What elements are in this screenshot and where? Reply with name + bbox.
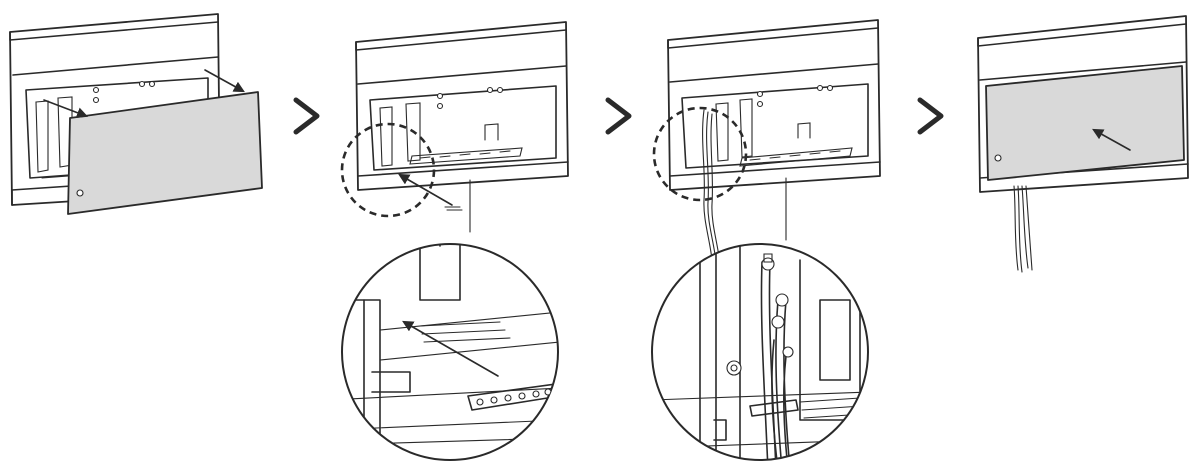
step-2-clip-cables [340, 21, 569, 461]
dashed-callout-circle [652, 106, 748, 202]
step-chevron-icon [293, 97, 320, 135]
cable-bundle [1013, 185, 1033, 273]
cover-screw [76, 189, 84, 197]
direction-arrow-icon [204, 69, 245, 93]
direction-arrow-icon [398, 173, 453, 206]
magnified-view-cables [651, 243, 869, 461]
dashed-callout-circle [340, 122, 436, 218]
direction-arrow-icon [402, 320, 499, 377]
step-chevron-icon [605, 97, 632, 135]
tv-back-unit [667, 19, 881, 265]
back-cover-panel [985, 65, 1185, 181]
direction-arrow-icon [1092, 128, 1131, 151]
back-cover-panel [67, 91, 263, 215]
cover-screw [994, 154, 1002, 162]
direction-arrow-icon [43, 99, 89, 119]
step-3-route-cables [651, 19, 881, 461]
step-1-remove-cover [9, 13, 263, 215]
step-chevron-icon [917, 97, 944, 135]
step-4-attach-cover [977, 15, 1189, 273]
cable-bundle [702, 109, 721, 265]
tv-back-unit [355, 21, 569, 191]
magnified-view-clip [341, 243, 559, 461]
